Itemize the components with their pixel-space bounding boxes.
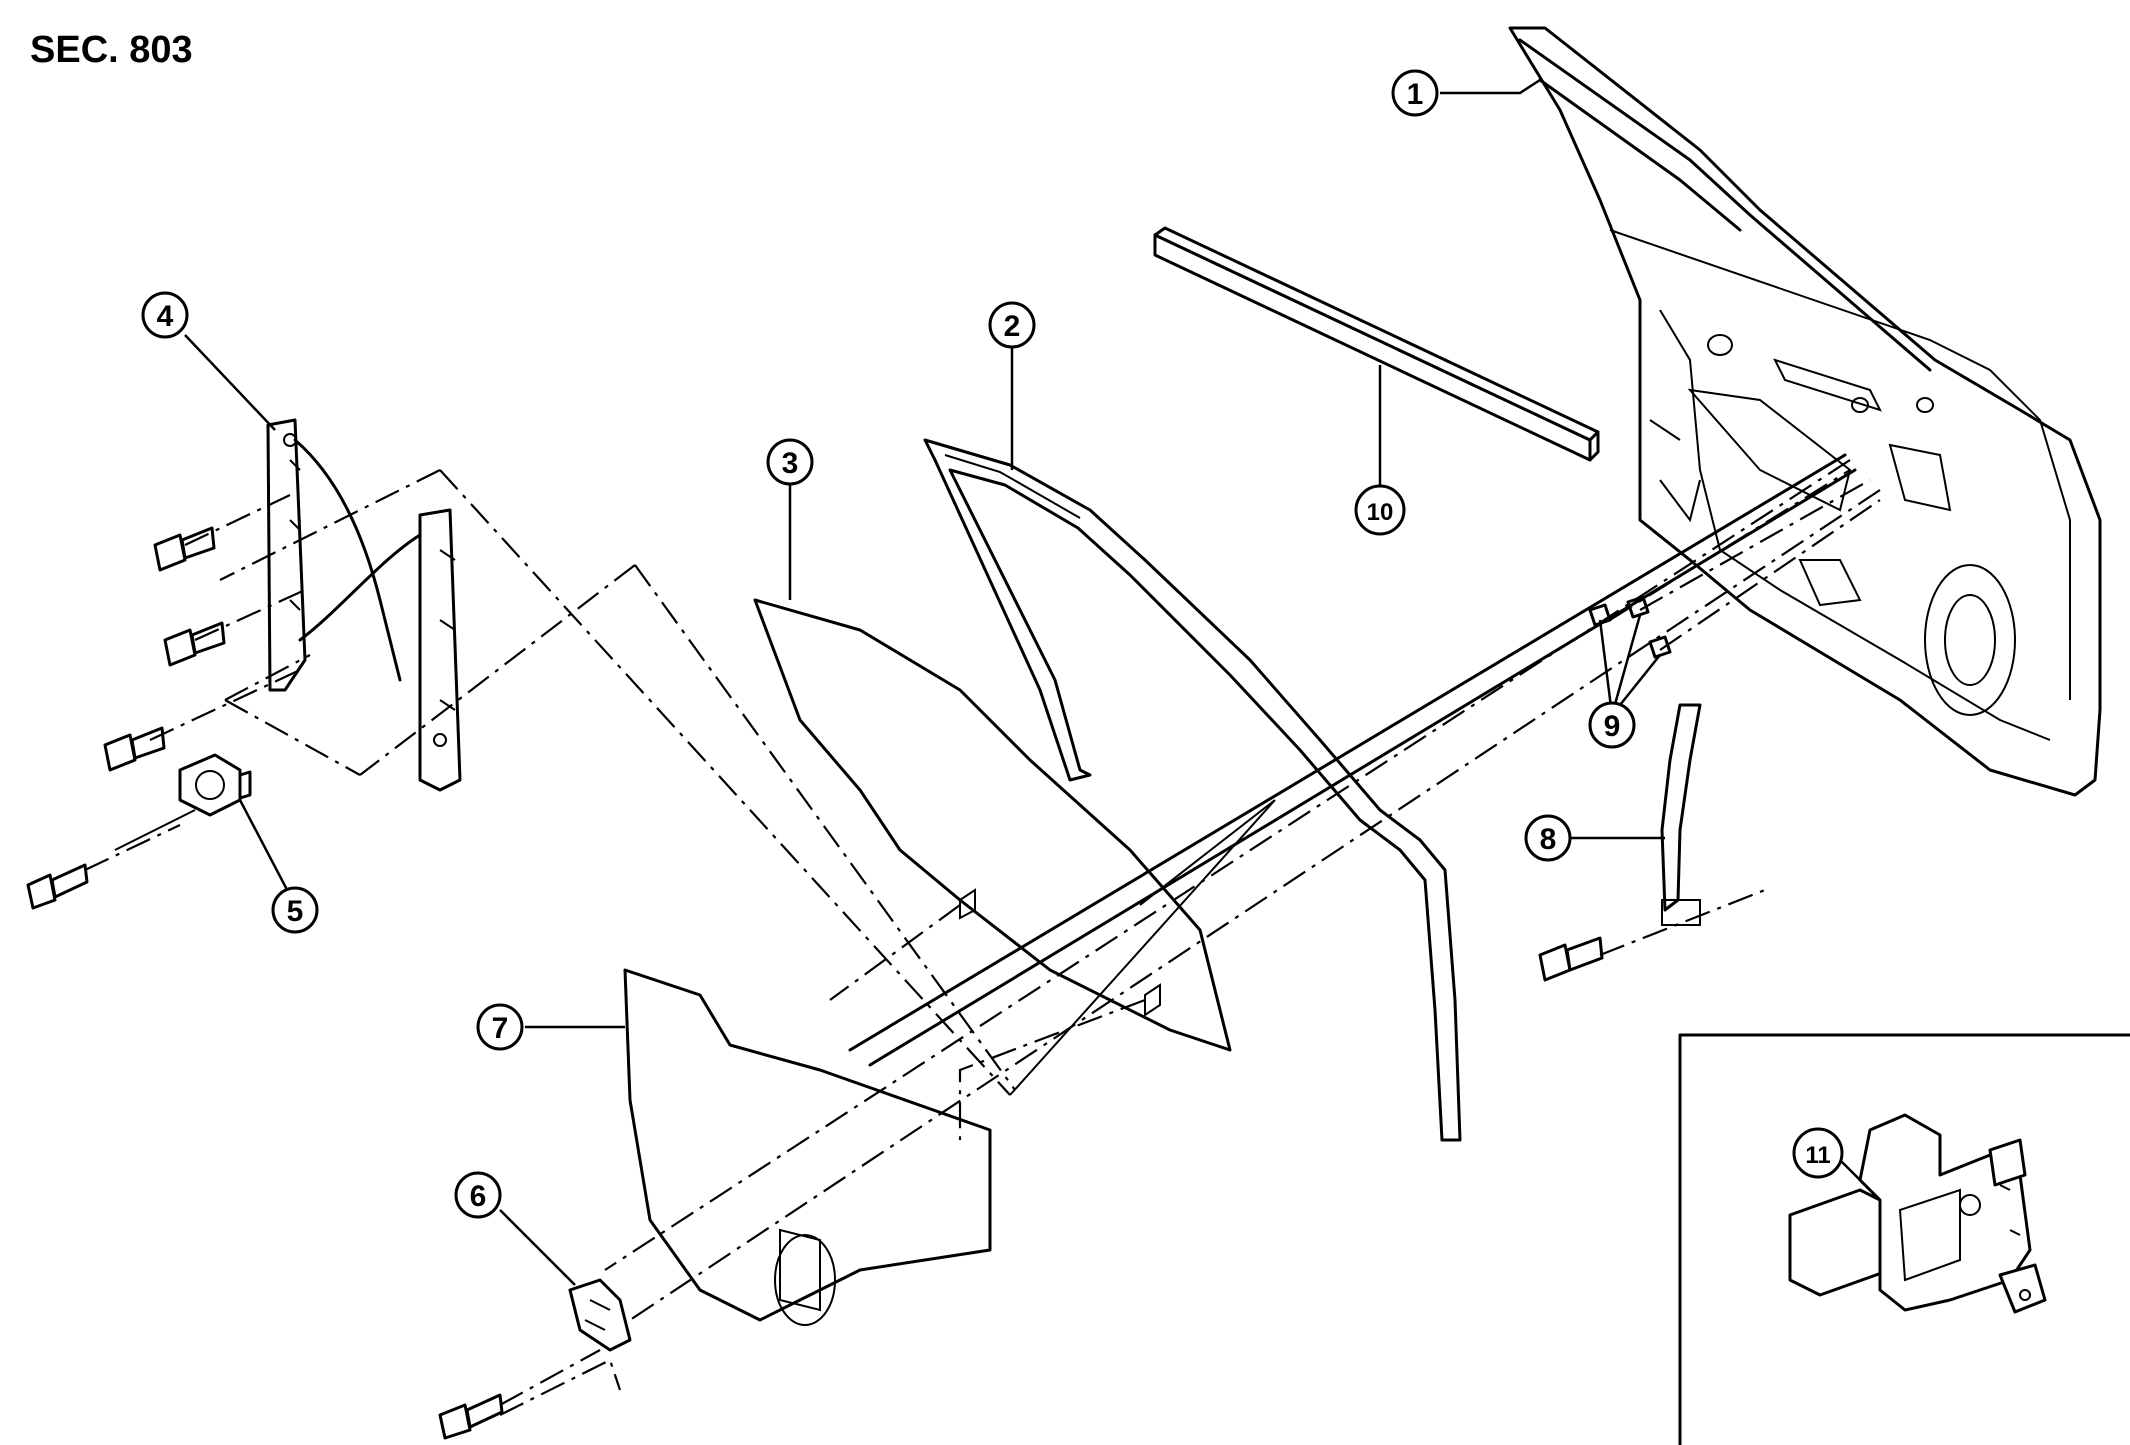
window-motor bbox=[178, 753, 252, 817]
svg-text:2: 2 bbox=[1004, 310, 1021, 343]
svg-text:4: 4 bbox=[157, 300, 174, 333]
glass-run-channel bbox=[923, 438, 1462, 1142]
svg-text:10: 10 bbox=[1367, 499, 1394, 526]
leaders bbox=[184, 78, 1881, 1286]
svg-text:3: 3 bbox=[782, 447, 799, 480]
glass-clip bbox=[568, 1278, 632, 1352]
outer-weatherstrip bbox=[1153, 226, 1600, 462]
callout-1: 1 bbox=[1391, 69, 1439, 117]
callout-3: 3 bbox=[766, 438, 814, 486]
door-panel bbox=[1508, 26, 2102, 797]
callout-11: 11 bbox=[1792, 1127, 1844, 1179]
guide-lines bbox=[84, 453, 1881, 1416]
callout-5: 5 bbox=[271, 886, 319, 934]
svg-text:1: 1 bbox=[1407, 78, 1424, 111]
bolt-3 bbox=[103, 726, 166, 772]
callout-4: 4 bbox=[141, 291, 189, 339]
door-glass bbox=[753, 598, 1232, 1052]
svg-text:8: 8 bbox=[1540, 823, 1557, 856]
svg-text:9: 9 bbox=[1604, 710, 1621, 743]
bolt-rear-sash bbox=[1538, 936, 1604, 982]
svg-text:5: 5 bbox=[287, 895, 304, 928]
regulator-assembly bbox=[266, 418, 462, 792]
callout-10: 10 bbox=[1354, 484, 1406, 536]
callout-9: 9 bbox=[1588, 701, 1636, 749]
svg-text:6: 6 bbox=[470, 1180, 487, 1213]
callout-8: 8 bbox=[1524, 814, 1572, 862]
inset-box bbox=[1678, 1033, 2130, 1445]
callout-7: 7 bbox=[476, 1003, 524, 1051]
callout-6: 6 bbox=[454, 1171, 502, 1219]
svg-text:7: 7 bbox=[492, 1012, 509, 1045]
sash-panel bbox=[623, 968, 992, 1326]
bolt-2 bbox=[163, 621, 226, 667]
control-unit bbox=[1788, 1113, 2047, 1314]
rear-sash bbox=[1660, 703, 1702, 926]
section-label: SEC. 803 bbox=[30, 29, 193, 71]
screw-lower bbox=[438, 1393, 504, 1440]
svg-text:11: 11 bbox=[1805, 1142, 1830, 1169]
callout-2: 2 bbox=[988, 301, 1036, 349]
screw-motor bbox=[26, 863, 89, 910]
